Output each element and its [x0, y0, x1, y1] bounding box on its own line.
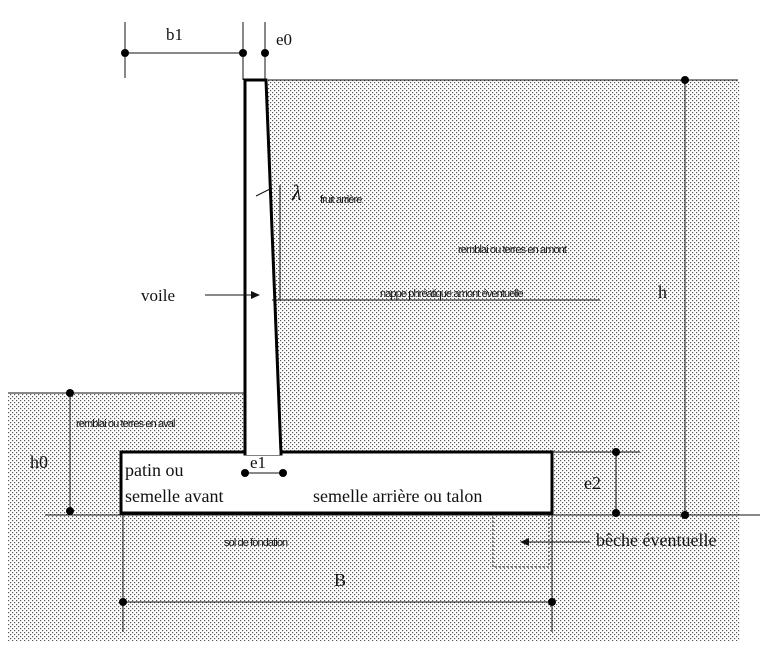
- wall-stem: [243, 78, 283, 456]
- upstream-backfill-region: [268, 80, 740, 515]
- voile-label: voile: [141, 286, 175, 305]
- b1-label: b1: [166, 25, 183, 44]
- foundation-soil-region: [8, 515, 740, 641]
- patin-label-line1: patin ou: [125, 460, 184, 480]
- shear-key-label: bêche éventuelle: [596, 530, 716, 550]
- water-table-label: nappe phréatique amont éventuelle: [380, 288, 524, 300]
- e0-label: e0: [276, 30, 292, 49]
- upstream-backfill-label: remblai ou terres en amont: [458, 244, 567, 256]
- lambda-symbol: λ: [291, 180, 302, 205]
- e2-label: e2: [584, 473, 601, 493]
- foundation-soil-label: sol de fondation: [224, 537, 288, 549]
- heel-label: semelle arrière ou talon: [313, 486, 482, 506]
- patin-label-line2: semelle avant: [125, 486, 223, 506]
- e1-label: e1: [250, 453, 266, 472]
- footing-slab: [119, 450, 554, 515]
- fruit-label: fruit arrière: [320, 194, 362, 206]
- h0-label: h0: [30, 452, 48, 472]
- downstream-backfill-label: remblai ou terres en aval: [76, 418, 175, 430]
- h-label: h: [658, 282, 667, 302]
- shear-key-outline: [492, 514, 550, 568]
- B-label: B: [334, 570, 346, 590]
